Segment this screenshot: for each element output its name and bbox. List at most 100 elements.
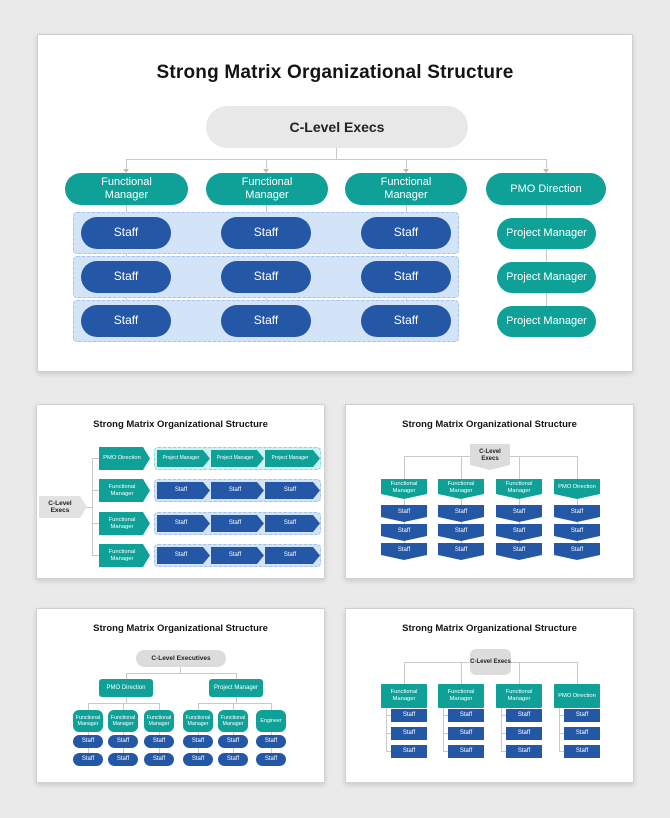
staff-node: Staff xyxy=(361,305,451,337)
staff-node: Staff xyxy=(554,505,600,522)
connector-line xyxy=(92,490,99,491)
engineer-node: Engineer xyxy=(256,710,286,732)
pmo-direction-node: PMO Direction xyxy=(99,447,150,470)
connector-line xyxy=(88,703,89,710)
staff-node: Staff xyxy=(564,727,600,740)
connector-line xyxy=(336,148,337,159)
staff-node: Staff xyxy=(108,735,138,748)
connector-line xyxy=(126,673,237,674)
staff-node: Staff xyxy=(265,515,320,532)
staff-node: Staff xyxy=(564,709,600,722)
staff-node: Staff xyxy=(157,515,210,532)
staff-node: Staff xyxy=(183,735,213,748)
staff-node: Staff xyxy=(108,753,138,766)
project-manager-group: Project Manager Project Manager Project … xyxy=(154,447,321,470)
staff-node: Staff xyxy=(391,745,427,758)
connector-line xyxy=(559,733,564,734)
connector-line xyxy=(92,458,93,556)
staff-node: Staff xyxy=(496,505,542,522)
staff-node: Staff xyxy=(506,709,542,722)
connector-line xyxy=(126,673,127,679)
staff-node: Staff xyxy=(448,727,484,740)
thumbnail-slide-banner[interactable]: Strong Matrix Organizational Structure C… xyxy=(345,404,634,579)
staff-node: Staff xyxy=(211,547,264,564)
staff-node: Staff xyxy=(381,505,427,522)
staff-node: Staff xyxy=(183,753,213,766)
staff-node: Staff xyxy=(564,745,600,758)
connector-line xyxy=(92,523,99,524)
project-manager-node: Project Manager xyxy=(497,262,596,293)
connector-line xyxy=(501,751,506,752)
connector-line xyxy=(461,662,462,684)
staff-node: Staff xyxy=(391,709,427,722)
pmo-direction-node: PMO Direction xyxy=(486,173,606,205)
connector-line xyxy=(386,715,391,716)
staff-node: Staff xyxy=(438,505,484,522)
functional-manager-node: Functional Manager xyxy=(496,684,542,708)
connector-line xyxy=(236,697,237,703)
staff-node: Staff xyxy=(496,543,542,560)
connector-line xyxy=(519,456,520,479)
connector-line xyxy=(386,733,391,734)
staff-node: Staff xyxy=(265,547,320,564)
staff-group: Staff Staff Staff xyxy=(73,212,459,254)
functional-manager-node: Functional Manager xyxy=(183,710,213,732)
staff-node: Staff xyxy=(438,524,484,541)
connector-line xyxy=(92,458,99,459)
staff-node: Staff xyxy=(81,217,171,249)
slide-title: Strong Matrix Organizational Structure xyxy=(93,419,268,430)
connector-line xyxy=(559,708,560,752)
thumbnail-slide-grid[interactable]: Strong Matrix Organizational Structure C… xyxy=(345,608,634,783)
connector-line xyxy=(443,715,448,716)
exec-node: C-Level Execs xyxy=(470,444,510,470)
staff-group: Staff Staff Staff xyxy=(154,479,321,502)
staff-node: Staff xyxy=(554,543,600,560)
exec-node: C-Level Executives xyxy=(136,650,226,667)
staff-node: Staff xyxy=(144,753,174,766)
functional-manager-node: Functional Manager xyxy=(438,684,484,708)
connector-line xyxy=(461,456,462,479)
thumbnail-slide-flow[interactable]: Strong Matrix Organizational Structure C… xyxy=(36,404,325,579)
connector-arrow-icon xyxy=(263,169,269,173)
exec-node: C-Level Execs xyxy=(470,649,511,675)
functional-manager-node: Functional Manager xyxy=(496,479,542,499)
project-manager-node: Project Manager xyxy=(497,218,596,249)
connector-line xyxy=(126,159,546,160)
staff-node: Staff xyxy=(211,482,264,499)
staff-node: Staff xyxy=(73,735,103,748)
staff-node: Staff xyxy=(221,305,311,337)
staff-node: Staff xyxy=(81,305,171,337)
functional-manager-node: Functional Manager xyxy=(218,710,248,732)
slide-title: Strong Matrix Organizational Structure xyxy=(402,623,577,634)
connector-line xyxy=(85,507,92,508)
exec-node: C-Level Execs xyxy=(206,106,468,148)
staff-node: Staff xyxy=(381,543,427,560)
slide-title: Strong Matrix Organizational Structure xyxy=(93,623,268,634)
project-manager-node: Project Manager xyxy=(265,450,320,467)
connector-line xyxy=(386,751,391,752)
staff-group: Staff Staff Staff xyxy=(73,300,459,342)
staff-node: Staff xyxy=(144,735,174,748)
project-manager-node: Project Manager xyxy=(157,450,210,467)
connector-line xyxy=(577,456,578,479)
exec-node: C-Level Execs xyxy=(39,496,87,518)
staff-node: Staff xyxy=(381,524,427,541)
project-manager-node: Project Manager xyxy=(209,679,263,697)
staff-group: Staff Staff Staff xyxy=(154,512,321,535)
staff-node: Staff xyxy=(496,524,542,541)
staff-node: Staff xyxy=(157,547,210,564)
staff-node: Staff xyxy=(221,217,311,249)
thumbnail-slide-tree[interactable]: Strong Matrix Organizational Structure C… xyxy=(36,608,325,783)
pmo-direction-node: PMO Direction xyxy=(554,684,600,708)
staff-node: Staff xyxy=(448,709,484,722)
connector-line xyxy=(126,697,127,703)
staff-node: Staff xyxy=(438,543,484,560)
functional-manager-node: Functional Manager xyxy=(99,512,150,535)
staff-node: Staff xyxy=(506,745,542,758)
connector-arrow-icon xyxy=(123,169,129,173)
functional-manager-node: Functional Manager xyxy=(99,544,150,567)
functional-manager-node: Functional Manager xyxy=(345,173,467,205)
connector-line xyxy=(443,733,448,734)
staff-node: Staff xyxy=(218,753,248,766)
main-slide[interactable]: Strong Matrix Organizational Structure C… xyxy=(37,34,633,372)
